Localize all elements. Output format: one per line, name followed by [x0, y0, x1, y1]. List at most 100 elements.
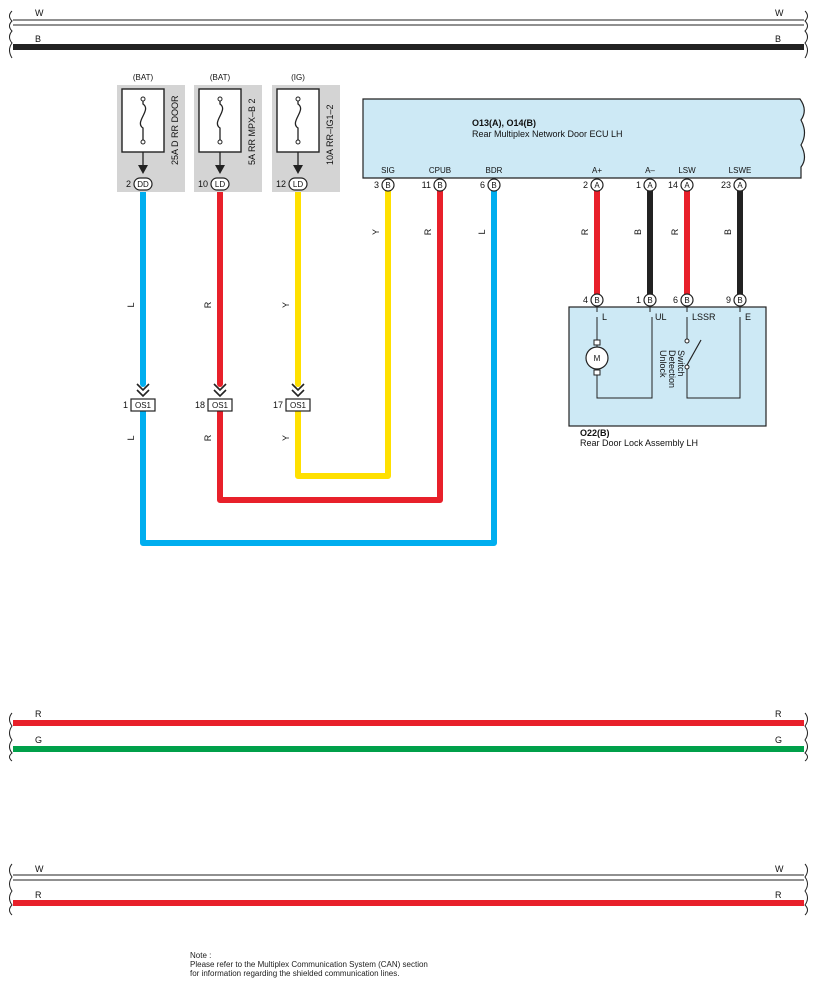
- connector-pin: B6: [480, 178, 501, 192]
- switch-contact-top: [684, 338, 690, 344]
- wire-splice-to-ecu-sig: [295, 187, 391, 479]
- connector-letter: B: [737, 296, 742, 305]
- connector-pin: A 23: [721, 178, 747, 192]
- fuse-arrow-icon: [138, 165, 148, 174]
- lock-terminal-name: E: [745, 312, 751, 322]
- ecu-body: [362, 98, 806, 179]
- lock-assembly-body: [568, 306, 767, 427]
- connector-circle: [680, 178, 694, 192]
- lock-terminal: B4L: [583, 293, 607, 322]
- bus-break-left: [9, 10, 13, 59]
- note-line: for information regarding the shielded c…: [190, 969, 400, 978]
- connector-circle: [381, 178, 395, 192]
- ecu-terminal-name: SIG: [381, 166, 395, 175]
- connector-pin: DD 2: [126, 177, 153, 191]
- switch-circuit: [686, 317, 741, 399]
- bus-label-top-1-right: B: [775, 34, 781, 44]
- ecu-ids: O13(A), O14(B): [472, 118, 536, 128]
- bus-label-middle-1-right: G: [775, 735, 782, 745]
- fuse-terminal-top: [140, 96, 146, 102]
- bus-middle: R R G G: [9, 709, 808, 762]
- switch-label-line-2: Detection: [667, 350, 677, 388]
- bus-label-bottom-1-left: R: [35, 890, 42, 900]
- pin-number: 9: [726, 295, 731, 305]
- connector-pin: B6: [673, 293, 694, 307]
- ecu-terminal-name: A–: [645, 166, 655, 175]
- lock-terminal-name: L: [602, 312, 607, 322]
- connector-pin: A1: [636, 178, 657, 192]
- connector-letter: B: [684, 296, 689, 305]
- note-heading: Note :: [190, 951, 212, 960]
- bus-label-top-0-left: W: [35, 8, 44, 18]
- bus-break-right: [804, 10, 808, 59]
- pin-number: 3: [374, 180, 379, 190]
- bus-label-middle-0-right: R: [775, 709, 782, 719]
- ecu-terminal: BDR B6L: [477, 166, 503, 235]
- wire-color-label: L: [126, 302, 136, 307]
- note-line: Please refer to the Multiplex Communicat…: [190, 960, 428, 969]
- wire-color-label: L: [477, 229, 487, 234]
- wire-color-label: B: [633, 229, 643, 235]
- motor-brush-bottom: [593, 369, 601, 376]
- wire-color-label: R: [580, 228, 590, 235]
- bus-break-left: [9, 712, 13, 762]
- connector-pin: B1: [636, 293, 657, 307]
- motor-icon: [585, 346, 609, 370]
- ecu-terminal-name: CPUB: [429, 166, 451, 175]
- connector-letter: LD: [293, 180, 303, 189]
- fuse-source-label: (BAT): [133, 73, 154, 82]
- bus-label-middle-0-left: R: [35, 709, 42, 719]
- wire-splice-to-ecu-cpub: [217, 187, 443, 503]
- splice-box: [130, 398, 156, 412]
- splice-chevron-icon: [213, 383, 227, 398]
- ecu-terminal-name: LSWE: [729, 166, 752, 175]
- connector-oval: [133, 177, 153, 191]
- pin-number: 4: [583, 295, 588, 305]
- splice-box: [285, 398, 311, 412]
- bus-label-middle-1-left: G: [35, 735, 42, 745]
- connector-letter: B: [594, 296, 599, 305]
- lock-assembly-name: Rear Door Lock Assembly LH: [580, 438, 698, 448]
- connector-letter: A: [737, 181, 743, 190]
- fuse-terminal-top: [295, 96, 301, 102]
- bus-top: W W B B: [9, 8, 808, 59]
- splice-label: OS1: [135, 401, 152, 410]
- pin-number: 23: [721, 180, 731, 190]
- connector-pin: B9: [726, 293, 747, 307]
- pin-number: 11: [422, 180, 431, 190]
- fuse-terminal-top: [217, 96, 223, 102]
- connector-circle: [590, 178, 604, 192]
- lock-assembly-id: O22(B): [580, 428, 610, 438]
- wire-color-label: Y: [371, 229, 381, 235]
- bus-wire-top-1: [13, 44, 804, 50]
- connector-letter: B: [437, 181, 442, 190]
- connector-circle: [487, 178, 501, 192]
- fuse-name: 25A D RR DOOR: [170, 95, 180, 165]
- fuse-name: 5A RR MPX–B 2: [247, 98, 257, 165]
- fuse-name: 10A RR–IG1–2: [325, 104, 335, 165]
- bus-wires: W W B B R R G G W W R R: [9, 8, 808, 916]
- connector-letter: DD: [137, 180, 149, 189]
- pin-number: 2: [126, 179, 131, 189]
- bus-wire-bottom-1: [13, 900, 804, 906]
- pin-number: 6: [480, 180, 485, 190]
- ecu-terminal-name: BDR: [486, 166, 503, 175]
- wire-color-label: R: [423, 228, 433, 235]
- pin-number: 6: [673, 295, 678, 305]
- note: Note : Please refer to the Multiplex Com…: [190, 951, 428, 978]
- splice-chevron-icon: [136, 383, 150, 398]
- bus-label-bottom-0-left: W: [35, 864, 44, 874]
- connector-circle: [733, 178, 747, 192]
- connector-letter: A: [647, 181, 653, 190]
- fuse-terminal-bottom: [295, 139, 301, 145]
- ecu-terminal: A– A1B: [633, 166, 657, 235]
- bus-label-top-0-right: W: [775, 8, 784, 18]
